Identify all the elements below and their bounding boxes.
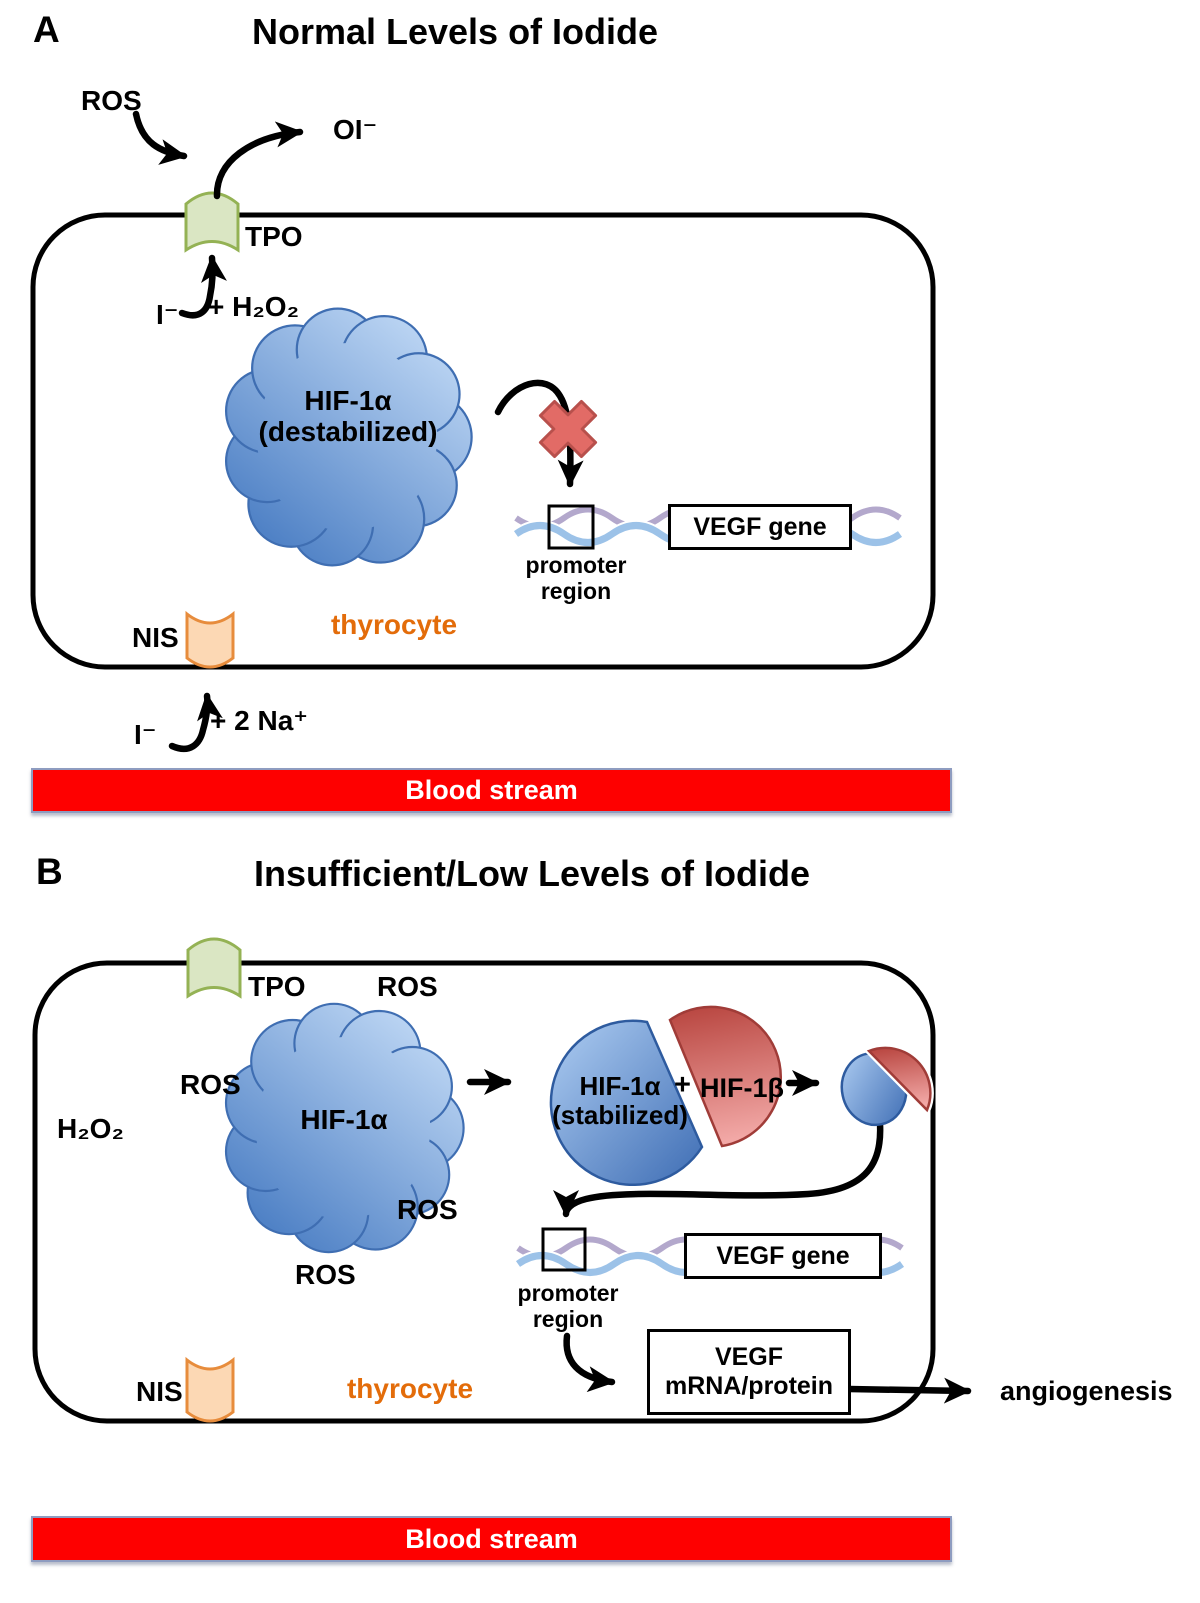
arrow-ros-to-tpo-a (132, 110, 188, 165)
hif-complex-shape (840, 1044, 934, 1127)
vegf-product-line2: mRNA/protein (664, 1372, 834, 1400)
vegf-gene-box-b: VEGF gene (684, 1233, 882, 1279)
iodide-basal-label-a: I⁻ (134, 719, 157, 750)
thyrocyte-membrane-a (30, 212, 936, 670)
promoter-word2-a: region (540, 578, 612, 604)
vegf-gene-box-a: VEGF gene (668, 504, 852, 550)
hif1a-name: HIF-1α (304, 385, 392, 416)
tpo-transporter-a (184, 191, 240, 253)
panel-b-letter: B (36, 851, 63, 892)
blood-stream-bar-b: Blood stream (31, 1516, 952, 1562)
promoter-region-box-a (547, 504, 595, 550)
arrow-promoter-to-vegf-b (563, 1332, 616, 1393)
arrows (132, 110, 972, 1404)
hif1a-stabilized-shape (549, 1019, 704, 1187)
h2o2-label-a: + H₂O₂ (208, 291, 300, 322)
nis-transporter-b (185, 1356, 235, 1423)
hypoiodite-label-a: OI⁻ (333, 114, 378, 145)
hif1a-stabilized-label: HIF-1α (stabilized) (552, 1072, 688, 1130)
vegf-product-line1: VEGF (714, 1343, 784, 1371)
ros-label-a: ROS (81, 85, 142, 116)
promoter-word2-b: region (532, 1306, 604, 1332)
arrow-tpo-to-oi-a (213, 121, 304, 200)
hif1a-label-b: HIF-1α (300, 1104, 388, 1135)
promoter-word1-a: promoter (525, 552, 627, 578)
promoter-region-label-a: promoter region (526, 552, 627, 604)
ros-right-label-b: ROS (397, 1194, 458, 1225)
thyrocyte-label-a: thyrocyte (330, 609, 458, 640)
nis-label-b: NIS (136, 1376, 183, 1407)
arrow-vegf-to-angiogenesis-b (845, 1377, 972, 1404)
arrow-iodide-to-nis-a (168, 692, 223, 753)
h2o2-label-b: H₂O₂ (57, 1113, 124, 1144)
vegf-mrna-protein-box: VEGF mRNA/protein (647, 1329, 851, 1415)
hif1a-state: (destabilized) (258, 416, 438, 447)
tpo-label-a: TPO (245, 221, 303, 252)
blood-stream-label-a: Blood stream (405, 775, 578, 805)
nis-transporter-a (185, 610, 235, 669)
angiogenesis-label: angiogenesis (1000, 1376, 1173, 1406)
hif1b-label: HIF-1β (700, 1073, 784, 1103)
arrow-iodide-to-tpo-a (178, 254, 227, 319)
blocked-x-icon (538, 399, 598, 459)
thyrocyte-label-b: thyrocyte (346, 1373, 474, 1404)
vegf-gene-label-b: VEGF gene (716, 1241, 850, 1270)
hif1a-stab-state: (stabilized) (552, 1100, 688, 1130)
hif1a-destabilized-label: HIF-1α (destabilized) (259, 385, 438, 447)
iodide-label-a: I⁻ (156, 299, 179, 330)
nis-label-a: NIS (132, 622, 179, 653)
arrow-hif-to-promoter-a (494, 379, 584, 488)
hif1a-stab-name: HIF-1α (579, 1071, 661, 1101)
sodium-label-a: + 2 Na⁺ (210, 705, 309, 736)
promoter-region-label-b: promoter region (518, 1280, 619, 1332)
ros-top-label-b: ROS (377, 971, 438, 1002)
tpo-label-b: TPO (248, 971, 306, 1002)
vegf-gene-label-a: VEGF gene (693, 512, 827, 541)
panel-a-title: Normal Levels of Iodide (251, 11, 659, 52)
panel-b-title: Insufficient/Low Levels of Iodide (253, 853, 811, 894)
arrow-complex-to-promoter-b (553, 1120, 884, 1218)
panel-a-letter: A (33, 9, 60, 50)
ros-bottom-label-b: ROS (295, 1259, 356, 1290)
blood-stream-label-b: Blood stream (405, 1523, 578, 1554)
promoter-region-box-b (541, 1227, 587, 1272)
ros-left-label-b: ROS (180, 1069, 241, 1100)
tpo-transporter-b (186, 937, 242, 999)
hif1b-shape (668, 1005, 782, 1148)
blood-stream-bar-a: Blood stream (31, 768, 952, 813)
promoter-word1-b: promoter (517, 1280, 619, 1306)
plus-sign-label: + (674, 1069, 691, 1101)
